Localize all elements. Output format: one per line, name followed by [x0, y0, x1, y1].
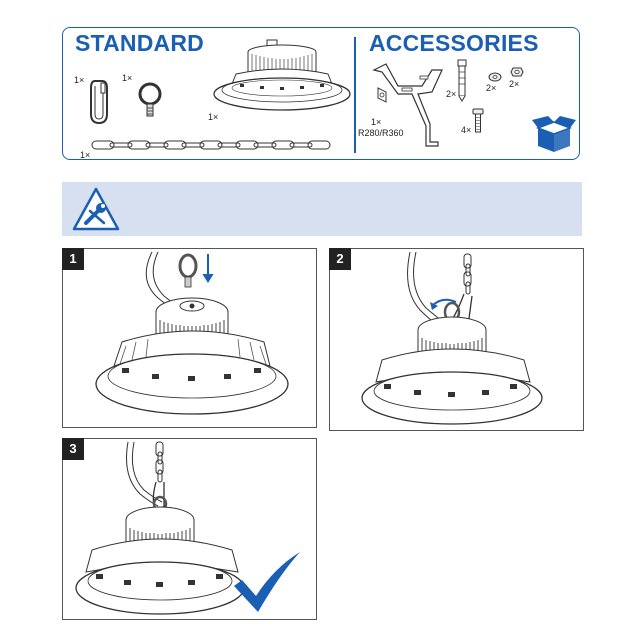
chain-qty: 1× — [80, 150, 91, 160]
high-bay-lamp-icon — [213, 39, 351, 111]
screw-qty: 4× — [461, 125, 472, 135]
chain-icon — [91, 140, 331, 150]
wall-anchor-icon — [457, 59, 467, 102]
eye-bolt-qty: 1× — [122, 73, 133, 83]
screw-icon — [472, 108, 484, 133]
checkmark-icon — [234, 552, 300, 612]
parts-panel — [62, 27, 580, 160]
step-3-number: 3 — [62, 438, 84, 460]
parts-panel-divider — [354, 37, 356, 153]
step-1-illustration — [95, 251, 289, 415]
washer-icon — [488, 72, 502, 82]
carabiner-qty: 1× — [74, 75, 85, 85]
standard-heading: STANDARD — [75, 30, 204, 56]
accessories-heading: ACCESSORIES — [369, 30, 539, 56]
carabiner-icon — [90, 80, 108, 125]
wrench-screwdriver-icon — [72, 187, 120, 231]
bracket-size-label: R280/R360 — [358, 128, 404, 138]
washer-qty: 2× — [486, 83, 497, 93]
lamp-qty: 1× — [208, 112, 219, 122]
wall-anchor-qty: 2× — [446, 89, 457, 99]
step-2-illustration — [361, 251, 543, 425]
step-1-number: 1 — [62, 248, 84, 270]
installation-banner — [62, 182, 582, 236]
nut-qty: 2× — [509, 79, 520, 89]
step-3-illustration — [75, 441, 245, 615]
eye-bolt-raised — [178, 253, 198, 288]
nut-icon — [510, 67, 524, 77]
bracket-qty: 1× — [371, 117, 382, 127]
step-2-number: 2 — [329, 248, 351, 270]
eye-bolt-icon — [138, 82, 162, 117]
open-box-icon — [532, 116, 576, 152]
mounting-bracket-icon — [372, 63, 443, 147]
